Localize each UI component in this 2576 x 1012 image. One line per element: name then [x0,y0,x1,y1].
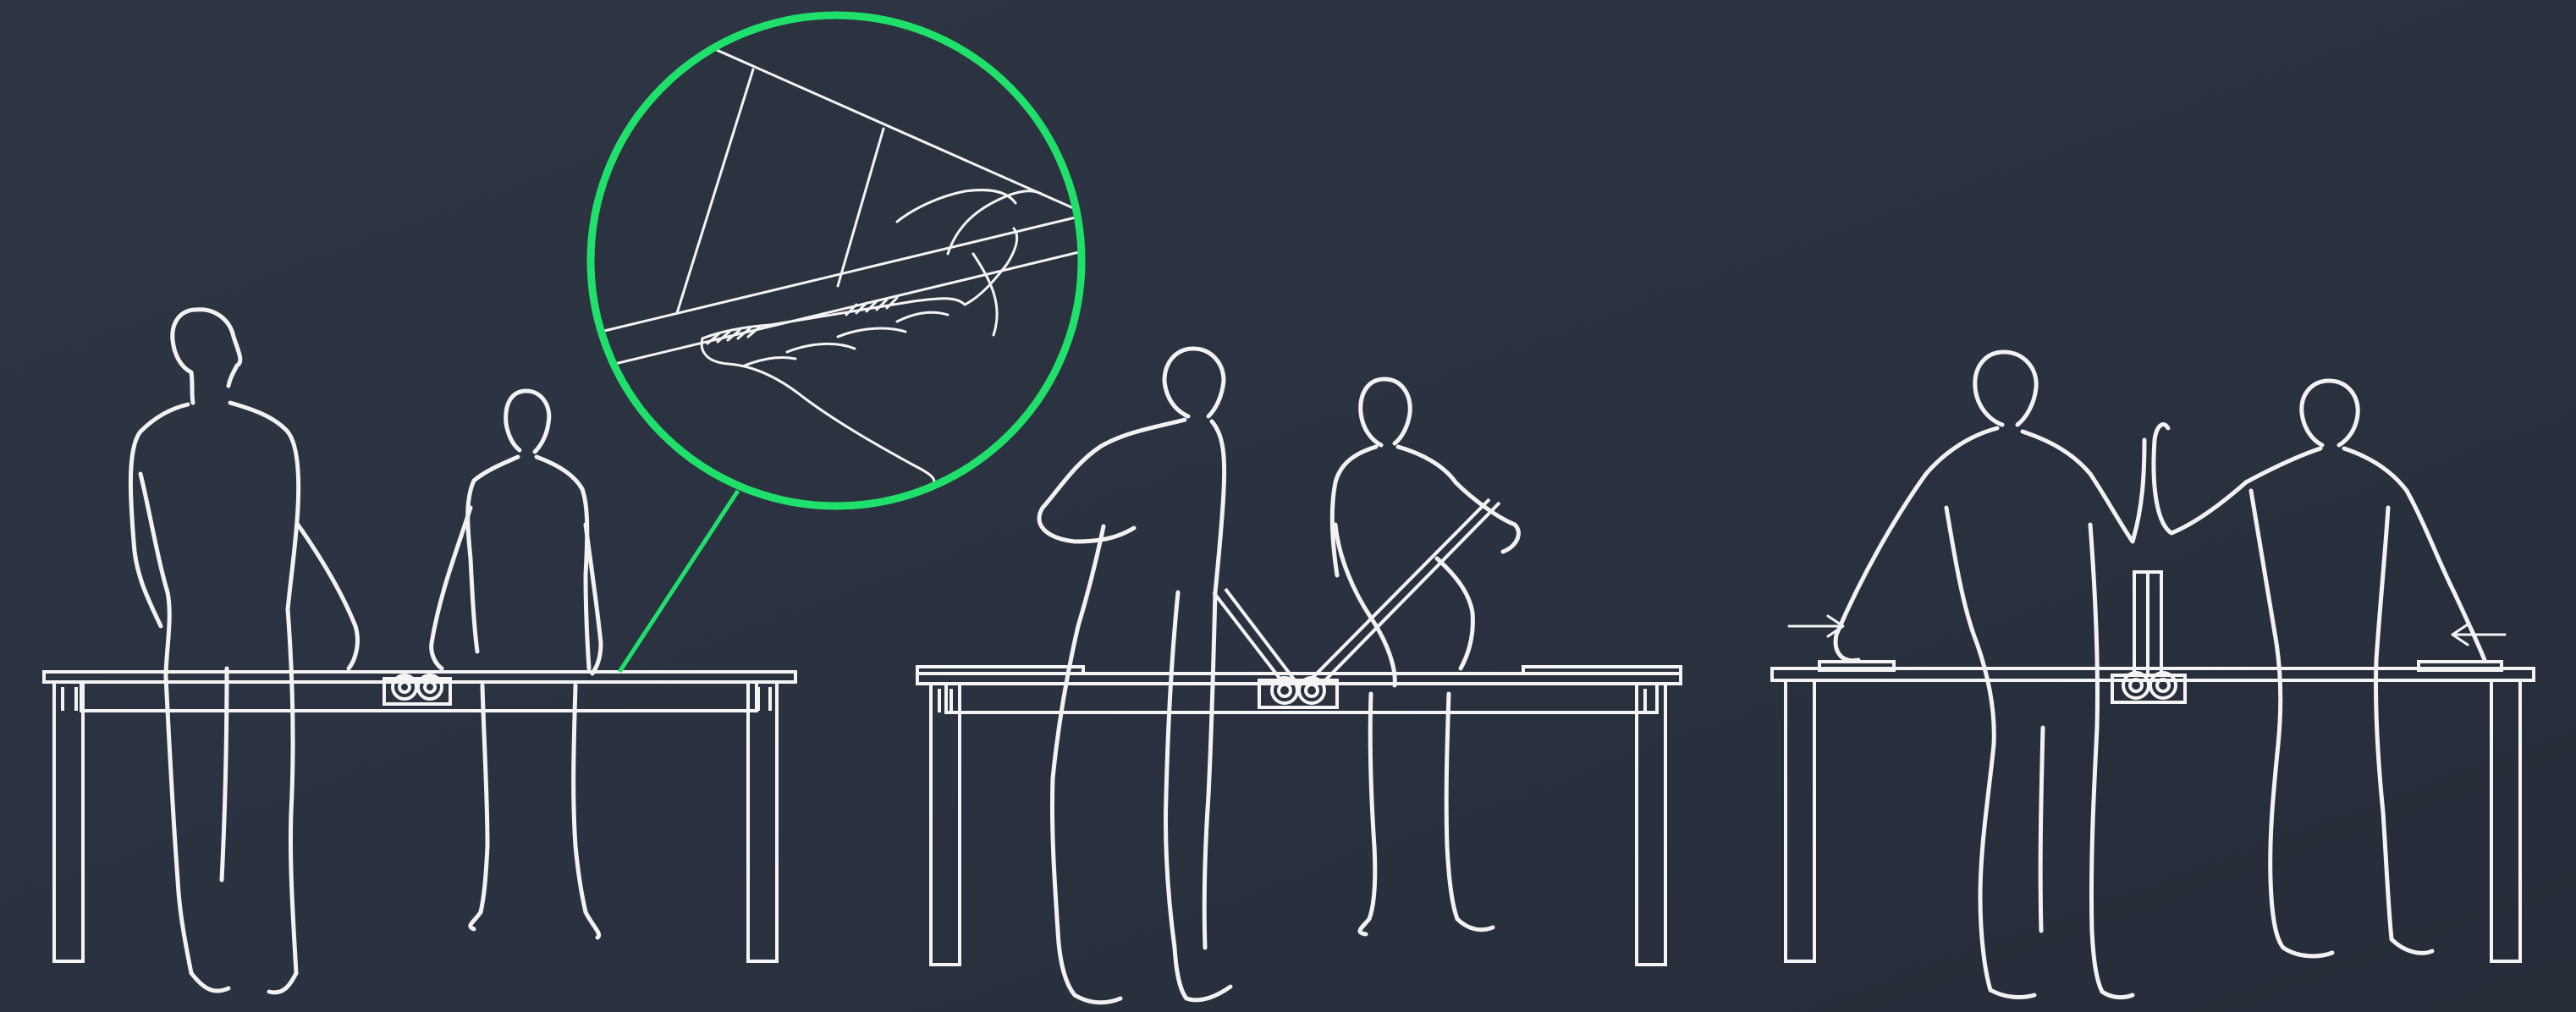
detail-callout [591,15,1100,506]
table-2 [917,499,1681,965]
callout-leader-line [619,491,738,672]
panel-2 [917,349,1681,1003]
person-1-right [432,391,601,938]
person-2-left [1039,349,1230,1003]
table-3 [1772,572,2534,961]
person-3-left [1836,352,2144,998]
table-1 [44,672,795,961]
panel-3 [1772,352,2534,998]
person-1-left [130,310,357,993]
person-2-right [1332,379,1518,934]
